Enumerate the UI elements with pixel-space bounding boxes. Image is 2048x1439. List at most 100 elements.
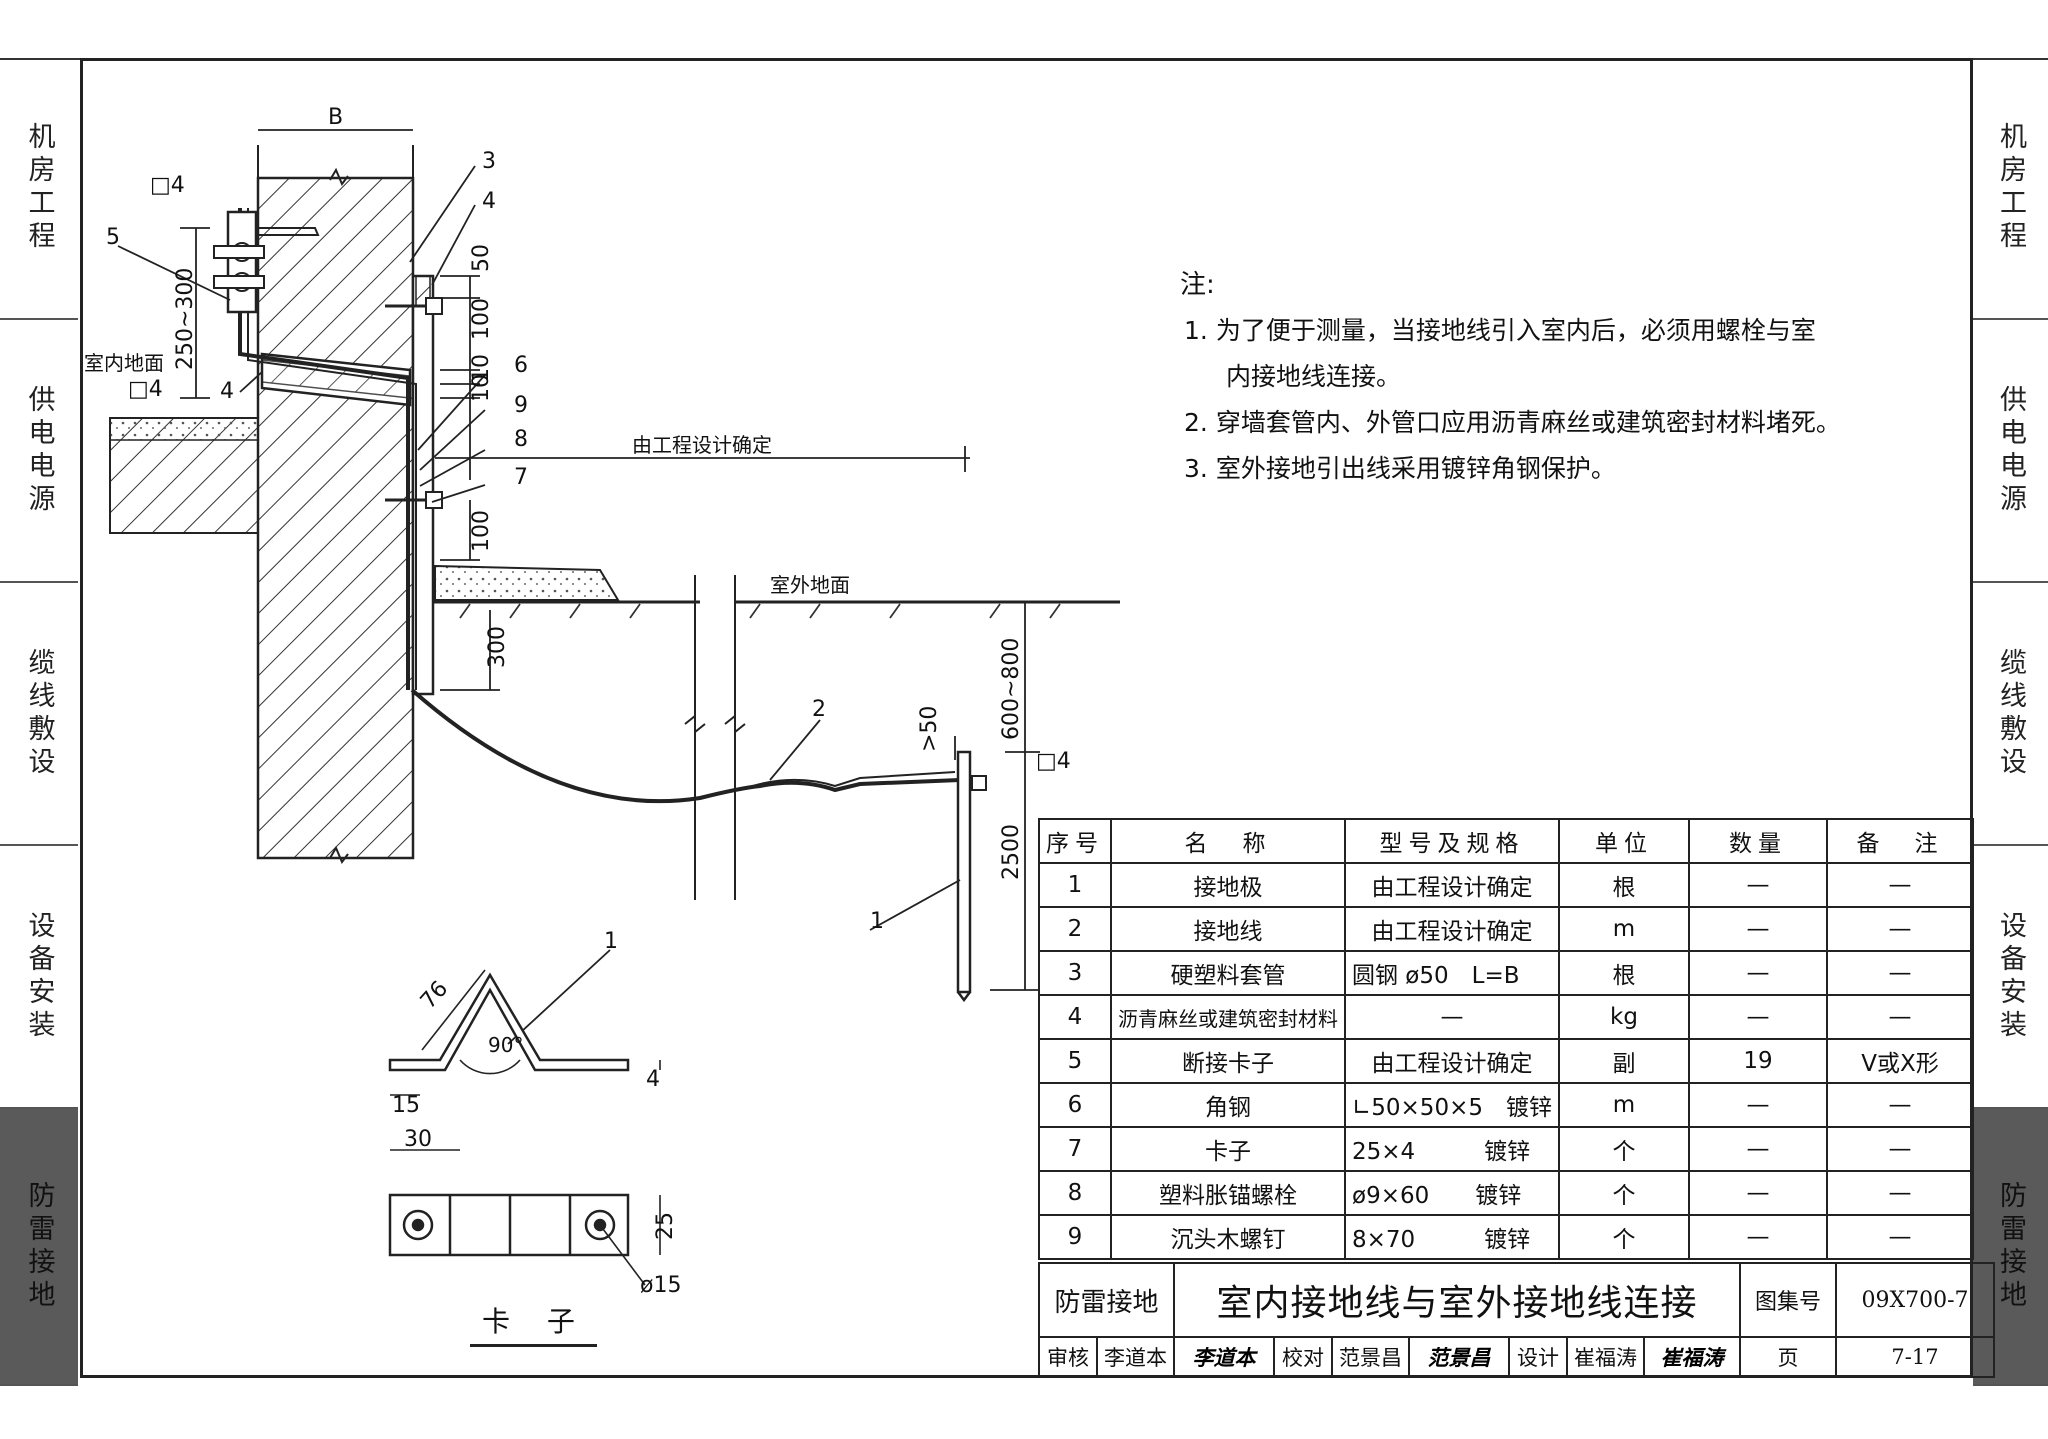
parts-table: 序号 名 称 型号及规格 单位 数量 备 注 1 接地极 由工程设计确定 根 —…: [1038, 818, 1974, 1260]
side-tab-lightning[interactable]: 防雷接地: [0, 1109, 78, 1386]
indoor-floor-label: 室内地面: [84, 351, 164, 375]
designer-signature: 崔福涛: [1643, 1336, 1741, 1378]
note-text: 室外接地引出线采用镀锌角钢保护。: [1215, 454, 1616, 483]
table-cell: 6: [1038, 1082, 1112, 1128]
table-cell: —: [1825, 1082, 1974, 1128]
side-tab-label: 缆线敷设: [1995, 647, 2026, 780]
callout-4b: 4: [220, 379, 234, 404]
clamp-detail-elevation: [388, 969, 661, 1151]
dim-100-top: 100: [469, 298, 494, 340]
note-number: 1.: [1184, 316, 1208, 345]
side-tab-machine-room[interactable]: 机房工程: [1973, 58, 2048, 320]
table-cell: m: [1557, 1082, 1690, 1128]
clamp-angle-90: 90°: [488, 1033, 523, 1057]
table-header-row: 序号 名 称 型号及规格 单位 数量 备 注: [1038, 818, 1974, 864]
leader-lines: [117, 165, 961, 1045]
signature-row: 审核 李道本 李道本 校对 范景昌 范景昌 设计 崔福涛 崔福涛 页 7-17: [1038, 1336, 1995, 1378]
side-tab-machine-room[interactable]: 机房工程: [0, 58, 78, 320]
checker-name: 范景昌: [1331, 1336, 1410, 1378]
table-cell: 根: [1557, 950, 1690, 996]
drawing-frame: [80, 58, 1973, 1378]
table-cell: 塑料胀锚螺栓: [1110, 1170, 1346, 1216]
side-tab-equipment[interactable]: 设备安装: [0, 846, 78, 1109]
table-cell: 由工程设计确定: [1344, 862, 1560, 908]
table-row: 3 硬塑料套管 圆钢 ø50 L=B 根 — —: [1038, 950, 1974, 996]
table-cell: 副: [1557, 1038, 1690, 1084]
review-label: 审核: [1038, 1336, 1098, 1378]
header-spec: 型号及规格: [1344, 818, 1560, 864]
side-tab-lightning[interactable]: 防雷接地: [1973, 1109, 2048, 1386]
table-cell: 3: [1038, 950, 1112, 996]
header-qty: 数量: [1687, 818, 1828, 864]
side-tab-power-supply[interactable]: 供电电源: [1973, 320, 2048, 583]
callout-5: 5: [106, 225, 120, 250]
table-cell: —: [1344, 994, 1560, 1040]
atlas-label: 图集号: [1739, 1262, 1837, 1338]
indoor-floor-slab: [109, 417, 259, 534]
note-item: 3. 室外接地引出线采用镀锌角钢保护。: [1180, 446, 1860, 492]
table-cell: —: [1825, 950, 1974, 996]
table-cell: —: [1687, 1170, 1828, 1216]
table-cell: 根: [1557, 862, 1690, 908]
table-cell: 个: [1557, 1214, 1690, 1260]
table-cell: —: [1687, 1214, 1828, 1260]
title-block: 防雷接地 室内接地线与室外接地线连接 图集号 09X700-7 审核 李道本 李…: [1038, 1262, 1995, 1378]
side-tab-equipment[interactable]: 设备安装: [1973, 846, 2048, 1109]
drawing-title: 室内接地线与室外接地线连接: [1173, 1262, 1741, 1338]
side-tab-label: 机房工程: [1995, 122, 2026, 254]
table-row: 6 角钢 ∟50×50×5 镀锌 m — —: [1038, 1082, 1974, 1128]
table-cell: 沥青麻丝或建筑密封材料: [1110, 994, 1346, 1040]
dim-100-mid: 100: [469, 510, 494, 552]
clamp-dim-25: 25: [653, 1212, 678, 1240]
title-row: 防雷接地 室内接地线与室外接地线连接 图集号 09X700-7: [1038, 1262, 1995, 1338]
table-cell: 由工程设计确定: [1344, 1038, 1560, 1084]
table-cell: 4: [1038, 994, 1112, 1040]
dim-250-300: 250~300: [173, 268, 198, 370]
note-number: 3.: [1184, 454, 1208, 483]
clamp-dim-4: 4: [646, 1067, 660, 1092]
clamp-detail-plan: [388, 1193, 661, 1286]
note-text: 穿墙套管内、外管口应用沥青麻丝或建筑密封材料堵死。: [1215, 408, 1841, 437]
callout-3: 3: [482, 149, 496, 174]
side-tab-label: 供电电源: [23, 384, 55, 517]
side-tab-label: 机房工程: [23, 122, 55, 254]
side-tab-cabling[interactable]: 缆线敷设: [1973, 583, 2048, 846]
disconnect-clamp: [213, 210, 320, 314]
table-cell: —: [1687, 1082, 1828, 1128]
dim-2500: 2500: [999, 824, 1024, 880]
table-row: 9 沉头木螺钉 8×70 镀锌 个 — —: [1038, 1214, 1974, 1260]
table-cell: 个: [1557, 1170, 1690, 1216]
table-cell: 接地极: [1110, 862, 1346, 908]
notes-block: 注: 1. 为了便于测量，当接地线引入室内后，必须用螺栓与室 内接地线连接。 2…: [1180, 262, 1860, 492]
table-cell: —: [1687, 994, 1828, 1040]
side-tab-cabling[interactable]: 缆线敷设: [0, 583, 78, 846]
note-item: 1. 为了便于测量，当接地线引入室内后，必须用螺栓与室: [1180, 308, 1860, 354]
table-cell: 卡子: [1110, 1126, 1346, 1172]
side-tab-label: 缆线敷设: [23, 647, 55, 780]
table-cell: —: [1825, 994, 1974, 1040]
atlas-number: 09X700-7: [1835, 1262, 1995, 1338]
table-cell: 7: [1038, 1126, 1112, 1172]
drawing-category: 防雷接地: [1038, 1262, 1175, 1338]
callout-4a: 4: [482, 189, 496, 214]
callout-1b: 1: [604, 929, 618, 954]
side-tab-power-supply[interactable]: 供电电源: [0, 320, 78, 583]
notes-title: 注:: [1180, 270, 1215, 300]
clamp-dim-15: 15: [392, 1093, 420, 1118]
anchor-bolts: [385, 297, 443, 509]
table-cell: —: [1687, 950, 1828, 996]
table-cell: 19: [1687, 1038, 1828, 1084]
table-row: 5 断接卡子 由工程设计确定 副 19 V或X形: [1038, 1038, 1974, 1084]
table-cell: 2: [1038, 906, 1112, 952]
design-label: 设计: [1508, 1336, 1568, 1378]
table-cell: 由工程设计确定: [1344, 906, 1560, 952]
table-cell: —: [1825, 1214, 1974, 1260]
callout-6: 6: [514, 353, 528, 378]
dim-10a: 10: [469, 354, 494, 382]
mark-square-4-mid: □4: [128, 377, 163, 402]
table-cell: 8×70 镀锌: [1344, 1214, 1560, 1260]
table-cell: —: [1687, 906, 1828, 952]
callout-9: 9: [514, 393, 528, 418]
note-continuation: 内接地线连接。: [1226, 362, 1402, 391]
outdoor-ground: [413, 564, 1120, 900]
